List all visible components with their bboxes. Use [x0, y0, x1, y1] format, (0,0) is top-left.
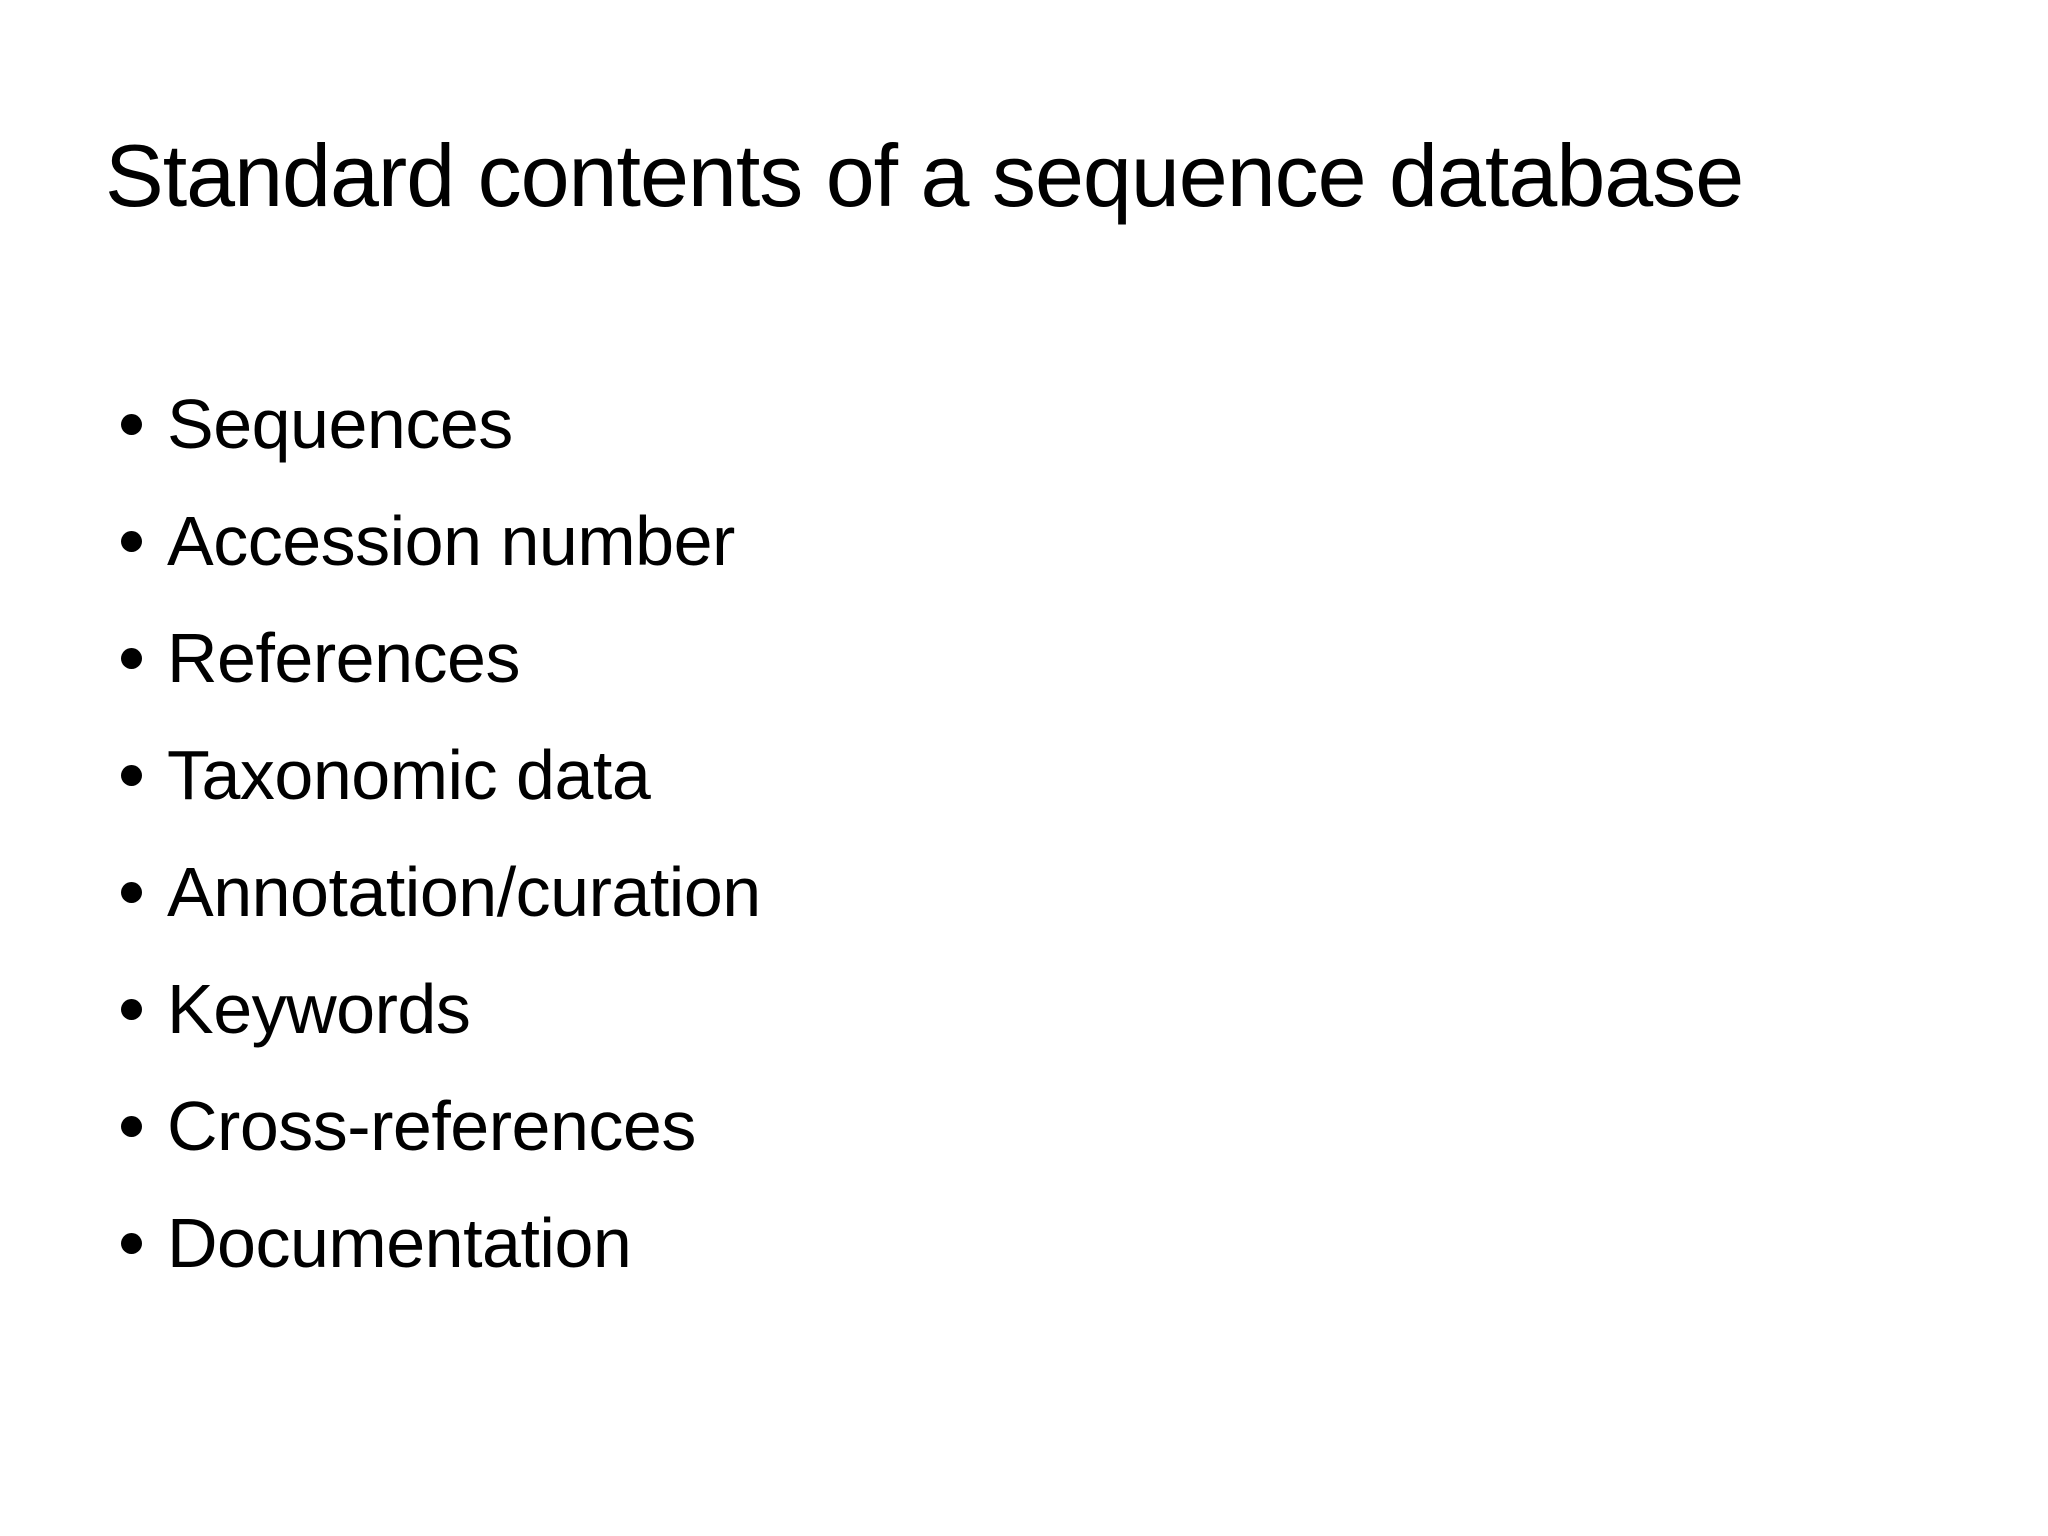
bullet-dot-icon: [121, 1232, 142, 1254]
list-item: References: [105, 600, 761, 717]
list-item-label: Annotation/curation: [167, 853, 761, 931]
slide-title: Standard contents of a sequence database: [105, 126, 1744, 225]
list-item-label: References: [167, 619, 520, 697]
list-item: Documentation: [105, 1185, 761, 1302]
list-item-label: Cross-references: [167, 1087, 696, 1165]
list-item: Sequences: [105, 366, 761, 483]
list-item-label: Documentation: [167, 1204, 632, 1282]
bullet-dot-icon: [121, 530, 142, 552]
list-item: Accession number: [105, 483, 761, 600]
bullet-dot-icon: [121, 764, 142, 786]
list-item-label: Taxonomic data: [167, 736, 651, 814]
list-item-label: Sequences: [167, 385, 513, 463]
list-item: Keywords: [105, 951, 761, 1068]
list-item: Cross-references: [105, 1068, 761, 1185]
bullet-list: Sequences Accession number References Ta…: [105, 366, 761, 1302]
list-item: Annotation/curation: [105, 834, 761, 951]
bullet-dot-icon: [121, 413, 142, 435]
list-item: Taxonomic data: [105, 717, 761, 834]
bullet-dot-icon: [121, 881, 142, 903]
bullet-dot-icon: [121, 1115, 142, 1137]
list-item-label: Accession number: [167, 502, 735, 580]
list-item-label: Keywords: [167, 970, 471, 1048]
bullet-dot-icon: [121, 647, 142, 669]
bullet-dot-icon: [121, 998, 142, 1020]
